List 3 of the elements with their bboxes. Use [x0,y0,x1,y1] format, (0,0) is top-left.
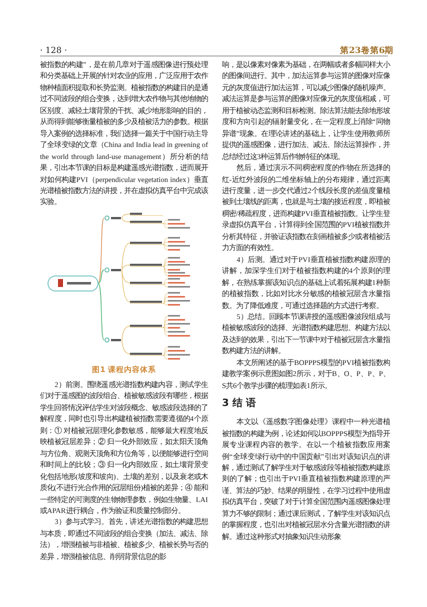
issue-number: 第23卷第6期 [340,46,394,57]
page-number: · 128 · [40,46,68,57]
section-heading: 3 结 语 [222,397,256,410]
